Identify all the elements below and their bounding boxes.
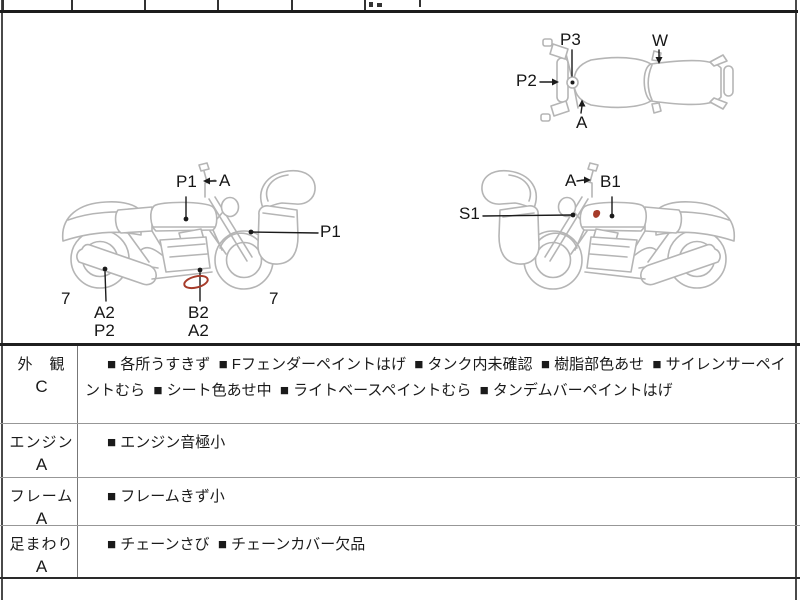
grade-value: A <box>35 509 48 528</box>
cropped-text-fragment <box>377 3 382 7</box>
category-cell: エンジン A <box>0 424 77 477</box>
category-label: 足まわり <box>9 536 74 553</box>
category-cell: 足まわり A <box>0 526 77 577</box>
motorcycle-diagram-canvas <box>61 38 736 302</box>
diagram-label-7-front: 7 <box>269 289 279 308</box>
diagram-label-a-top: A <box>576 113 588 132</box>
category-cell: フレーム A <box>0 478 77 528</box>
diagram-label-a2-muffler: A2 <box>94 303 115 322</box>
top-table-column-line <box>217 0 219 10</box>
grade-value: A <box>35 455 48 474</box>
diagram-label-7-rear: 7 <box>61 289 71 308</box>
category-label: エンジン <box>9 434 74 451</box>
defect-items: ■ エンジン音極小 <box>107 434 226 451</box>
cropped-text-fragment <box>369 2 373 7</box>
diagram-label-b2-engine: B2 <box>188 303 209 322</box>
table-row-exterior: 外 観 C ■ 各所うすきず ■ Fフェンダーペイントはげ ■ タンク内未確認 … <box>0 346 800 423</box>
annotation-marks <box>102 49 663 302</box>
red-damage-mark <box>593 209 601 218</box>
table-column-divider <box>77 346 78 577</box>
diagram-label-b2-a2-stack: B2 A2 <box>188 304 209 340</box>
category-label: フレーム <box>9 488 74 505</box>
table-row-frame: フレーム A ■ フレームきず小 <box>0 477 800 528</box>
grade-value: A <box>35 557 48 576</box>
diagram-label-a2-engine: A2 <box>188 321 209 340</box>
diagram-label-w: W <box>652 31 669 50</box>
defect-items: ■ チェーンさび ■ チェーンカバー欠品 <box>107 536 366 553</box>
table-row-undercarriage: 足まわり A ■ チェーンさび ■ チェーンカバー欠品 <box>0 525 800 577</box>
diagram-label-s1: S1 <box>459 204 480 223</box>
top-table-column-line <box>364 0 366 10</box>
top-table-column-line <box>144 0 146 10</box>
grade-value: C <box>35 377 48 396</box>
diagram-label-p2-top: P2 <box>516 71 537 90</box>
top-table-bottom-border <box>0 10 798 13</box>
defect-items: ■ フレームきず小 <box>107 488 225 505</box>
top-table-column-line <box>2 0 4 10</box>
cropped-text-fragment <box>419 0 421 7</box>
diagram-label-p1-fender: P1 <box>320 222 341 241</box>
defect-items: ■ 各所うすきず ■ Fフェンダーペイントはげ ■ タンク内未確認 ■ 樹脂部色… <box>85 356 786 399</box>
top-table-column-line <box>71 0 73 10</box>
diagram-label-p2-muffler: P2 <box>94 321 115 340</box>
sheet-border-right <box>795 0 797 600</box>
diagram-label-a-right: A <box>565 171 577 190</box>
category-label: 外 観 <box>17 356 66 373</box>
red-damage-circle <box>183 274 209 290</box>
sheet-border-left <box>1 0 3 600</box>
motorcycle-top-view-art <box>540 38 734 122</box>
diagram-label-p1-tank: P1 <box>176 172 197 191</box>
top-table-column-line <box>291 0 293 10</box>
diagram-label-p3: P3 <box>560 30 581 49</box>
inspection-table: 外 観 C ■ 各所うすきず ■ Fフェンダーペイントはげ ■ タンク内未確認 … <box>0 343 800 579</box>
diagram-label-a-left: A <box>219 171 231 190</box>
category-cell: 外 観 C <box>0 346 77 423</box>
diagram-label-b1: B1 <box>600 172 621 191</box>
diagram-label-a2-p2-stack: A2 P2 <box>94 304 115 340</box>
table-row-engine: エンジン A ■ エンジン音極小 <box>0 423 800 477</box>
